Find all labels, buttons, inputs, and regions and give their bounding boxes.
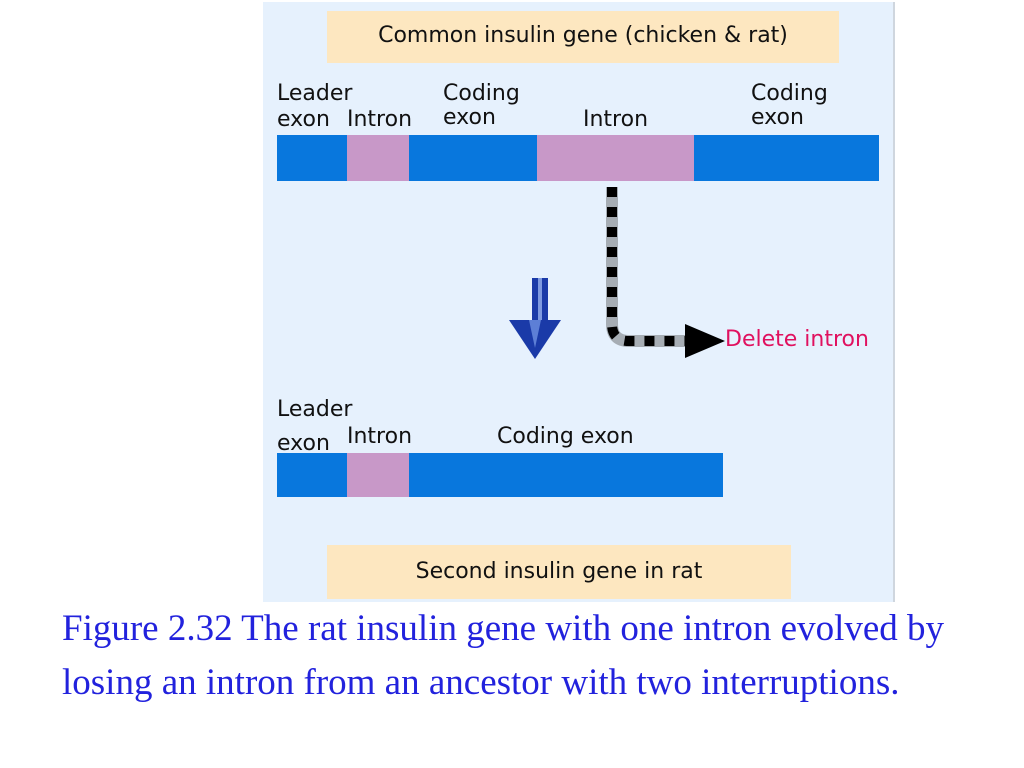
delete-intron-arrow-icon xyxy=(606,187,725,358)
top-coding2-label-line2: exon xyxy=(751,105,804,130)
top-intron2-label: Intron xyxy=(583,107,649,132)
delete-intron-label: Delete intron xyxy=(725,327,869,352)
down-arrow-icon xyxy=(509,278,561,359)
bottom-intron-segment xyxy=(347,453,409,497)
top-coding1-label-line2: exon xyxy=(443,105,496,130)
figure-caption: Figure 2.32 The rat insulin gene with on… xyxy=(62,608,945,703)
bottom-leader-exon-segment xyxy=(277,453,347,497)
top-coding1-exon-segment xyxy=(409,135,537,181)
bottom-coding-label: Coding exon xyxy=(497,424,634,449)
top-coding2-label-line1: Coding xyxy=(751,81,828,106)
diagram-arrows xyxy=(509,187,725,359)
top-leader-label-line1: Leader xyxy=(277,81,353,106)
top-coding1-label-line1: Coding xyxy=(443,81,520,106)
top-leader-exon-segment xyxy=(277,135,347,181)
bottom-intron-label: Intron xyxy=(347,424,413,449)
bottom-leader-label-line2: exon xyxy=(277,431,330,456)
bottom-coding-exon-segment xyxy=(409,453,723,497)
top-intron1-segment xyxy=(347,135,409,181)
rat-gene-title: Second insulin gene in rat xyxy=(327,545,791,599)
bottom-leader-label-line1: Leader xyxy=(277,397,353,422)
ancestral-gene-title: Common insulin gene (chicken & rat) xyxy=(327,11,839,63)
top-intron2-segment xyxy=(537,135,694,181)
top-intron1-label: Intron xyxy=(347,107,413,132)
diagram-panel: Common insulin gene (chicken & rat) Lead… xyxy=(263,2,895,602)
top-leader-label-line2: exon xyxy=(277,107,330,132)
top-coding2-exon-segment xyxy=(694,135,879,181)
